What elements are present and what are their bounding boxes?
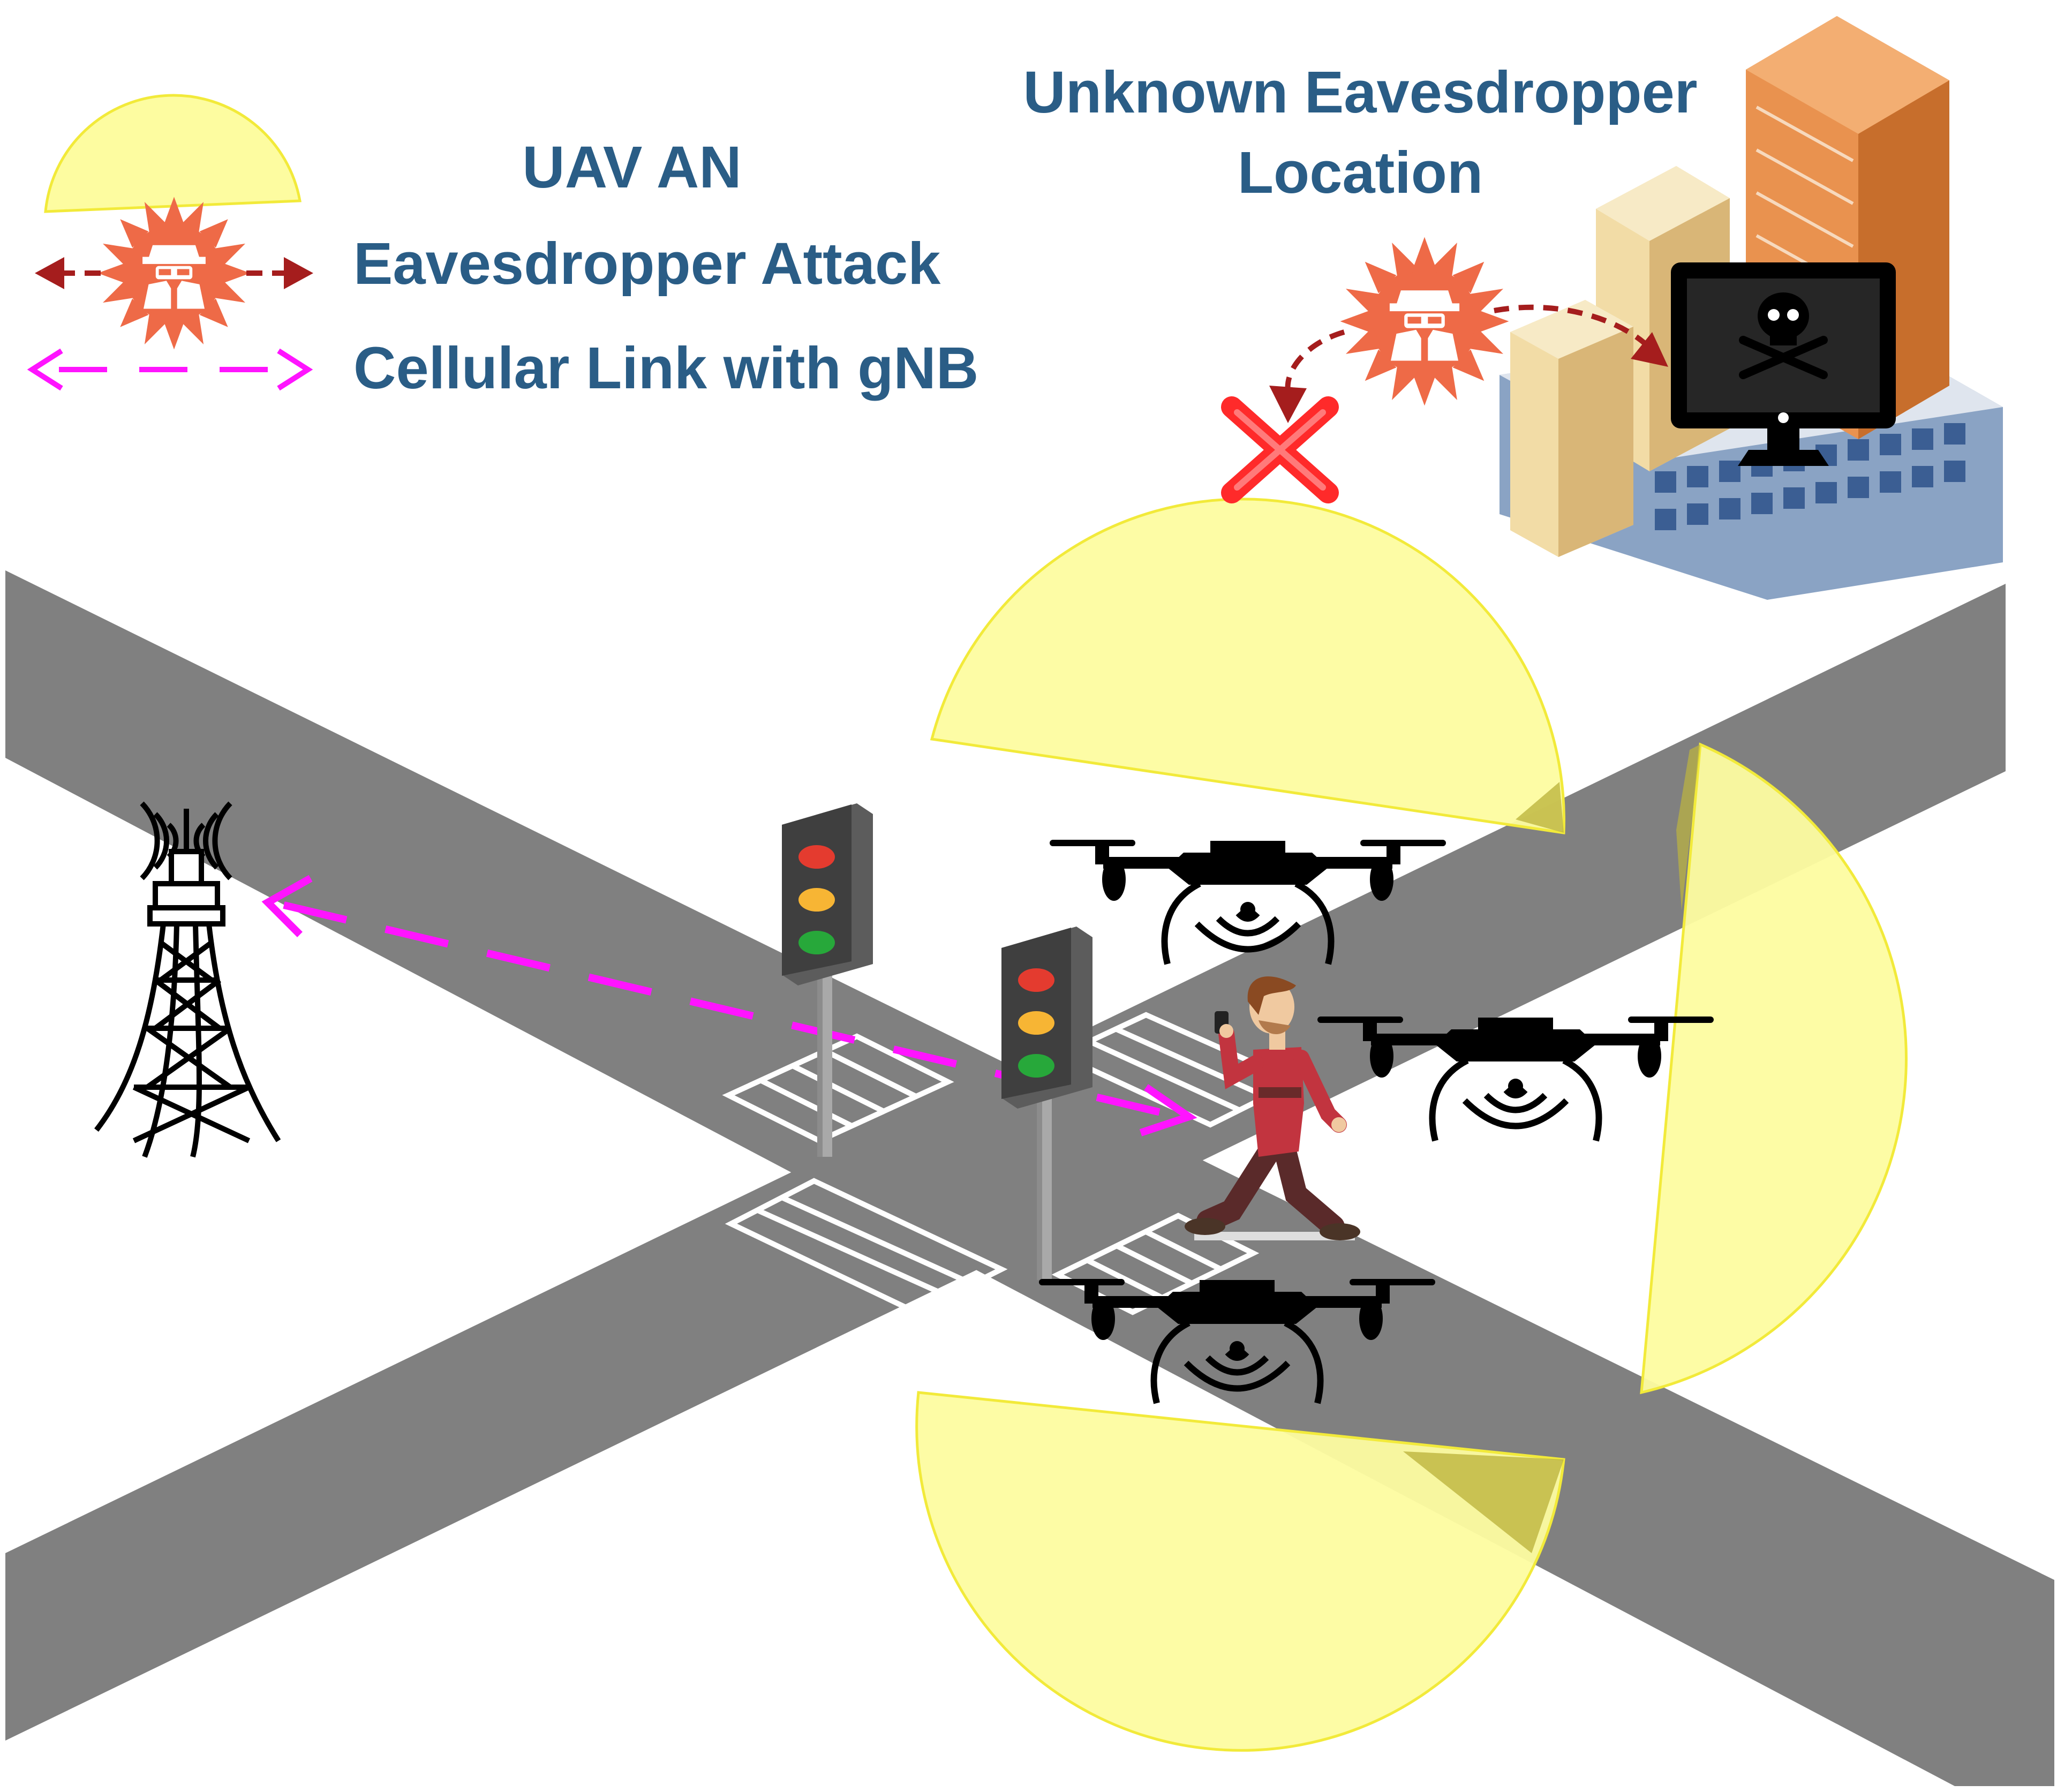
- attack-arrow-to-monitor: [1494, 304, 1646, 345]
- an-beam-south: [915, 1391, 1565, 1752]
- legend-attack-label: Eavesdropper Attack: [353, 231, 941, 297]
- legend-uav-an-label: UAV AN: [522, 134, 741, 200]
- legend-an-beam-swatch: [44, 94, 302, 213]
- antenna-tower-icon: [94, 801, 281, 1158]
- road-sw-ne: [5, 584, 2006, 1741]
- skull-monitor-icon: [1671, 262, 1896, 466]
- hacker-icon: [97, 197, 251, 350]
- legend-cellular-arrow: [27, 348, 313, 391]
- an-beam-north: [930, 498, 1565, 834]
- pedestrian-icon: [1185, 976, 1360, 1240]
- legend: UAV AN Eavesdropper Attack Cellular Link…: [27, 94, 978, 401]
- blocked-x-icon: [1221, 396, 1339, 503]
- attack-arrow-to-beam: [1285, 329, 1345, 391]
- drone-icon-east: [1317, 1017, 1714, 1141]
- eavesdropper-location-title-line2: Location: [1238, 140, 1483, 206]
- eavesdropper-location-title-line1: Unknown Eavesdropper: [1023, 59, 1697, 125]
- eavesdropper-hacker-icon: [1340, 237, 1509, 406]
- an-beams: [915, 498, 1908, 1752]
- an-beam-east: [1640, 742, 1908, 1395]
- legend-cellular-label: Cellular Link with gNB: [353, 335, 978, 401]
